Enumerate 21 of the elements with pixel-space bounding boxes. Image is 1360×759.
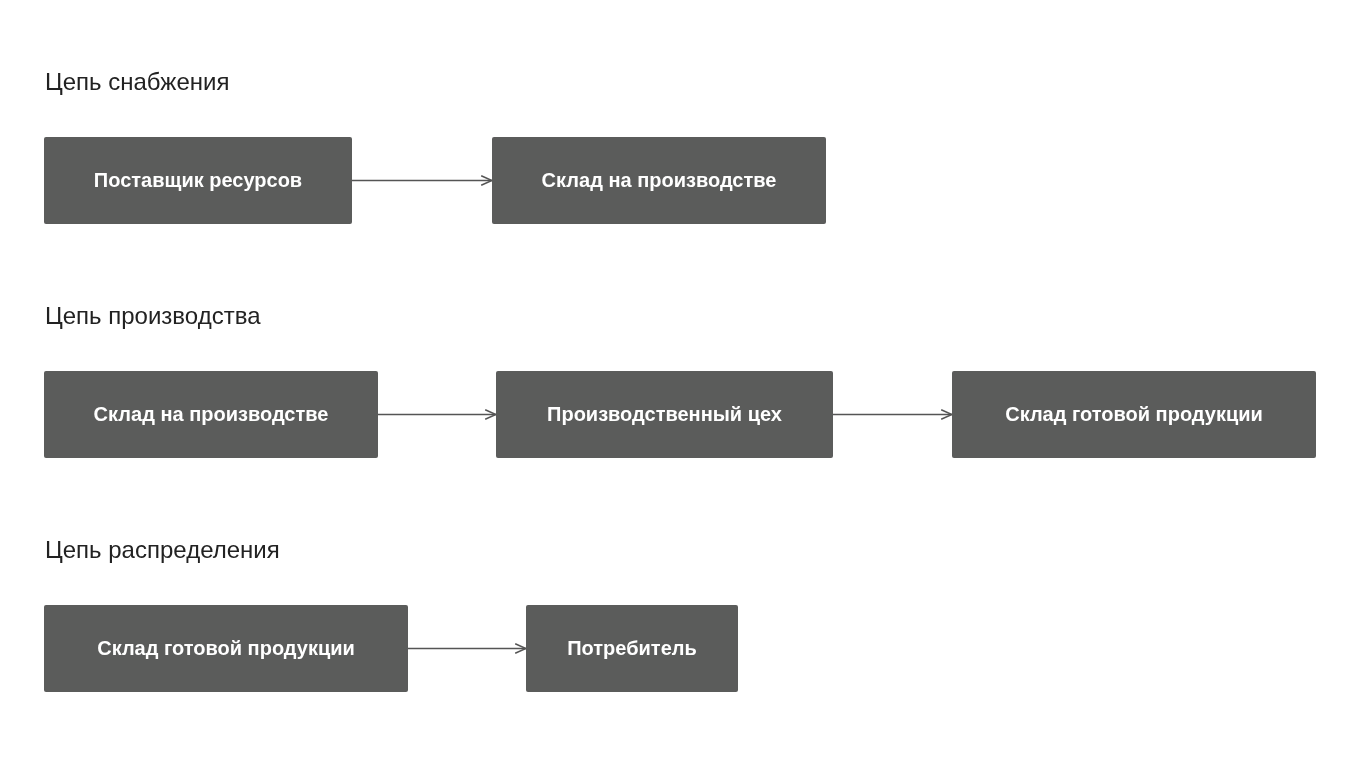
arrow — [351, 174, 493, 187]
arrow — [832, 408, 953, 421]
section-heading: Цепь производства — [45, 302, 261, 330]
process-box — [952, 371, 1316, 458]
arrow — [377, 408, 497, 421]
process-box — [492, 137, 826, 224]
box-label: Склад готовой продукции — [97, 637, 355, 660]
box-label: Склад на производстве — [541, 169, 777, 192]
process-box — [44, 605, 408, 692]
process-box — [496, 371, 833, 458]
box-label: Потребитель — [567, 637, 697, 660]
box-label: Склад на производстве — [93, 403, 329, 426]
section-heading: Цепь распределения — [45, 536, 280, 564]
box-label: Склад готовой продукции — [1005, 403, 1263, 426]
arrow — [407, 642, 527, 655]
section-heading: Цепь снабжения — [45, 68, 230, 96]
process-box — [526, 605, 738, 692]
process-box — [44, 137, 352, 224]
box-label: Производственный цех — [547, 403, 782, 426]
box-label: Поставщик ресурсов — [93, 169, 303, 192]
process-box — [44, 371, 378, 458]
